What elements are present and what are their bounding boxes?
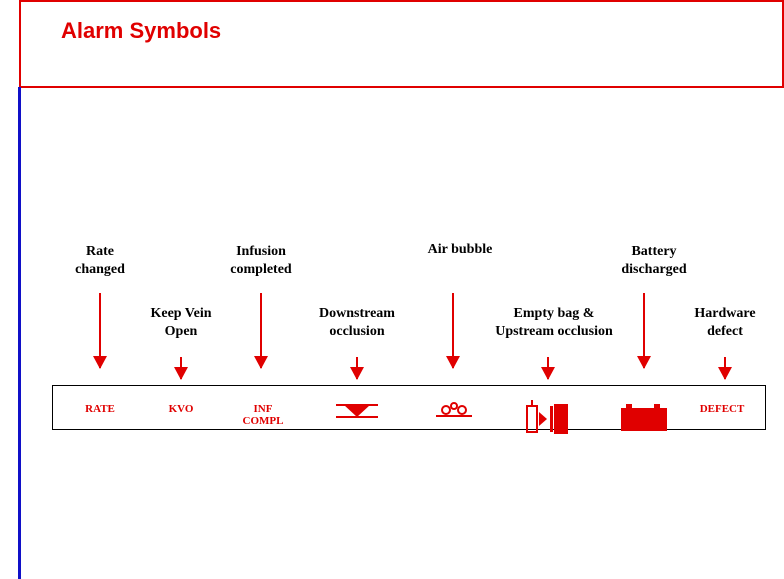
arrow-rate [93,293,107,369]
title-frame [19,0,784,88]
symbol-defect: DEFECT [699,403,745,415]
downstream-occlusion-icon [336,404,378,418]
symbol-rate: RATE [85,403,115,415]
symbol-inf-compl: INF COMPL [242,403,284,427]
label-empty-bag-upstream-occlusion: Empty bag & Upstream occlusion [495,306,613,339]
arrow-air-bubble [446,293,460,369]
label-hardware-defect: Hardware defect [694,306,756,339]
label-infusion-completed: Infusion completed [230,244,292,277]
label-air-bubble: Air bubble [427,242,493,257]
air-bubble-icon [436,402,472,417]
label-keep-vein-open: Keep Vein Open [150,306,212,339]
left-accent-bar [18,87,21,579]
symbol-panel [52,385,766,430]
empty-bag-upstream-occlusion-icon [526,400,568,434]
battery-icon [621,404,667,431]
arrow-downstream [350,357,364,380]
label-battery-discharged: Battery discharged [621,244,687,277]
arrow-defect [718,357,732,380]
slide-title: Alarm Symbols [61,18,222,43]
label-rate-changed: Rate changed [75,244,125,277]
label-downstream-occlusion: Downstream occlusion [319,306,395,339]
arrow-kvo [174,357,188,380]
arrow-battery [637,293,651,369]
symbol-kvo: KVO [168,403,194,415]
arrow-inf-compl [254,293,268,369]
arrow-empty-bag [541,357,555,380]
